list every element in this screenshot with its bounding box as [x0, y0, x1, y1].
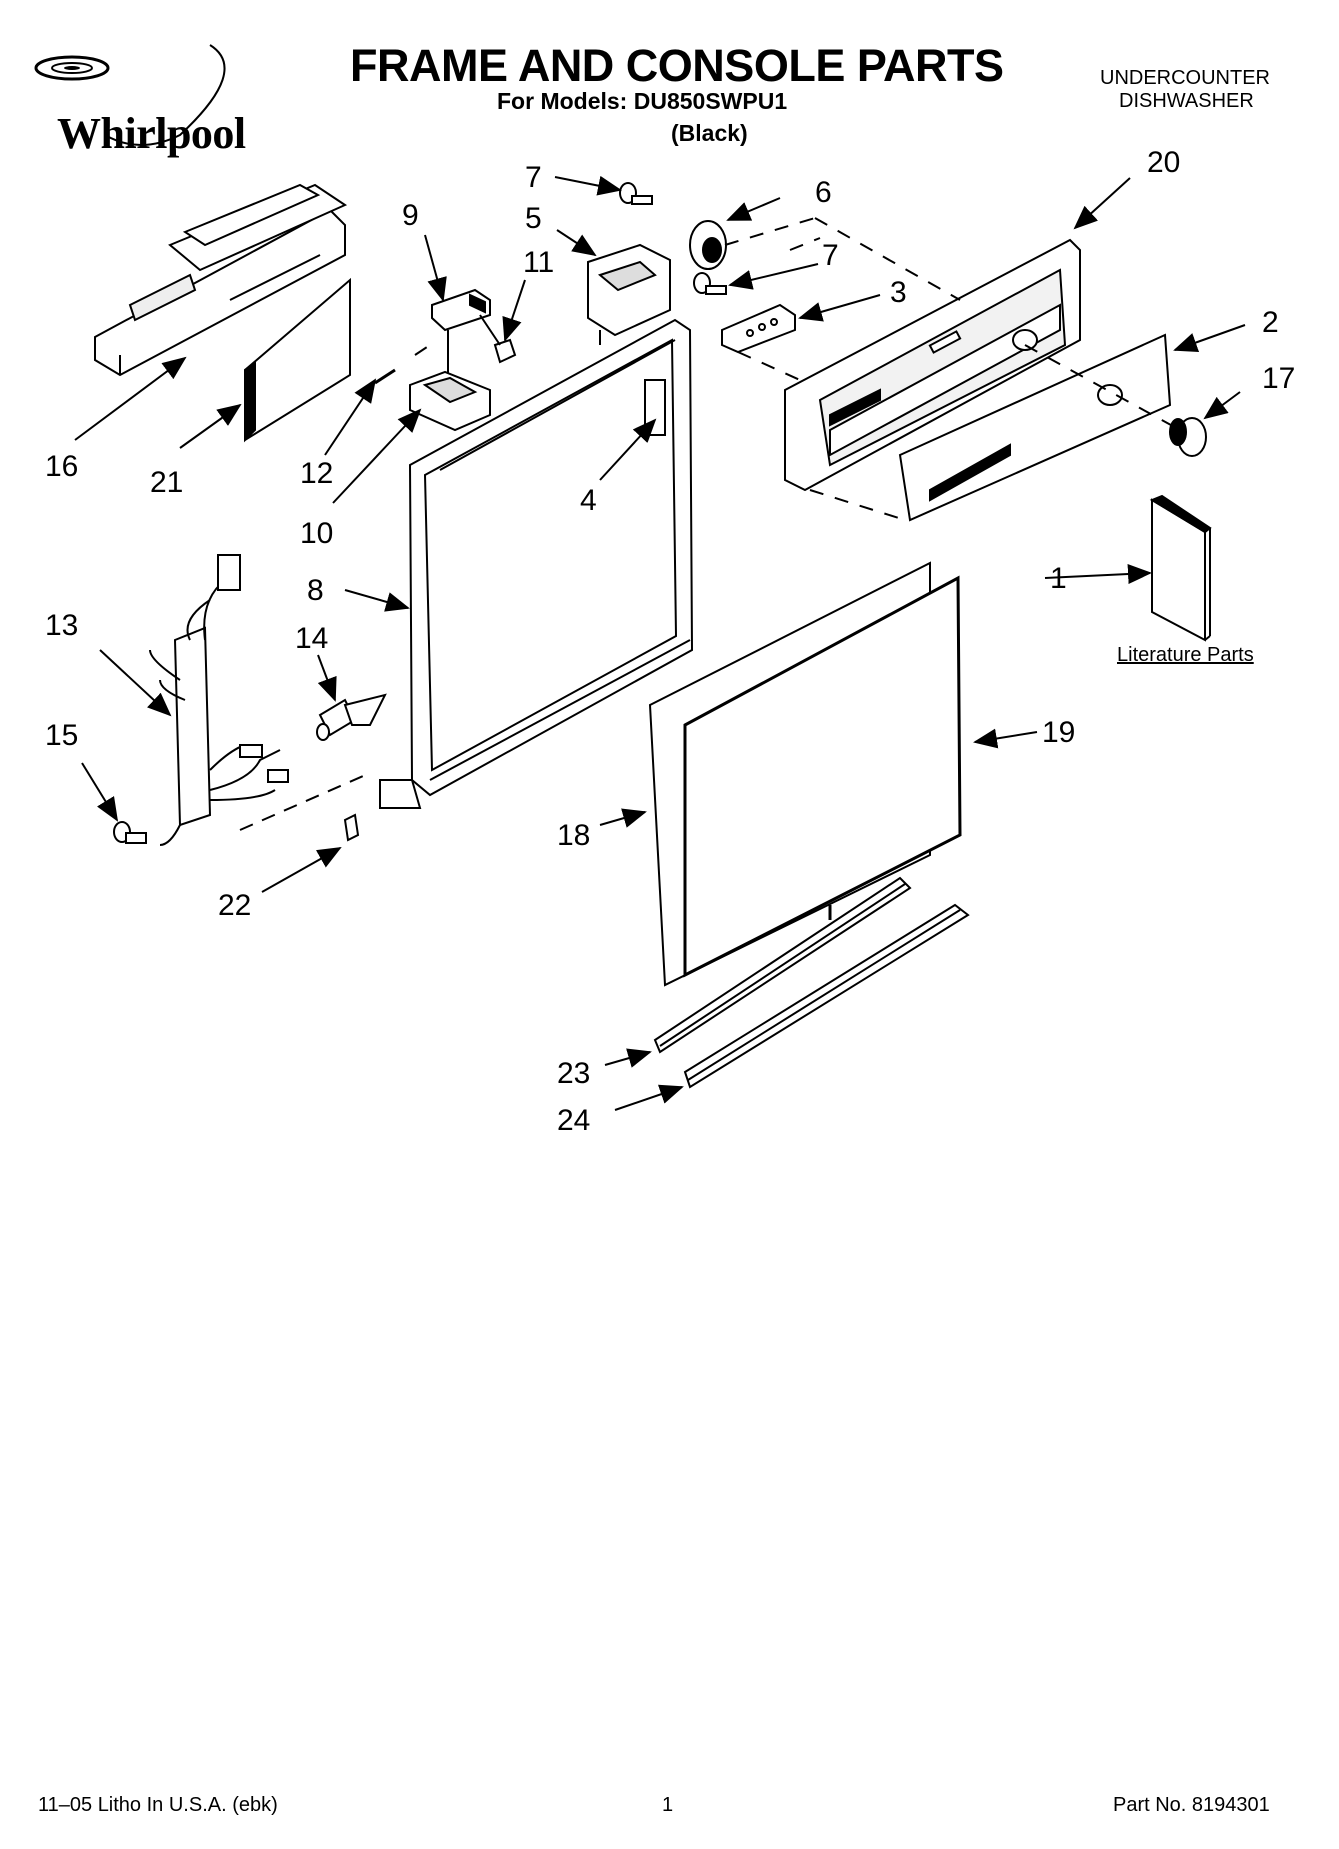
part-11-clip: [479, 314, 517, 364]
part-17-knob: [1169, 417, 1207, 457]
part-20-console-panel: [784, 238, 1081, 492]
footer-print-info: 11–05 Litho In U.S.A. (ebk): [38, 1794, 278, 1816]
callout-3: 3: [890, 276, 907, 309]
literature-parts-label: Literature Parts: [1117, 644, 1254, 666]
callout-11: 11: [523, 246, 554, 279]
callout-7-lower: 7: [822, 239, 839, 272]
part-5-switch: [587, 243, 671, 345]
product-type-line1: UNDERCOUNTER: [1100, 67, 1270, 89]
part-22-clip: [343, 813, 360, 842]
whirlpool-swirl-icon: [34, 44, 226, 146]
callout-15: 15: [45, 719, 78, 752]
callout-22: 22: [218, 889, 251, 922]
part-1-literature: [1149, 494, 1212, 642]
footer-page-number: 1: [662, 1794, 674, 1816]
part-16-control-housing: [94, 183, 348, 377]
color-variant: (Black): [671, 120, 748, 146]
callout-10: 10: [300, 517, 333, 550]
callout-18: 18: [557, 819, 590, 852]
callout-16: 16: [45, 450, 78, 483]
callout-4: 4: [580, 484, 597, 517]
callout-24: 24: [557, 1104, 590, 1137]
callout-21: 21: [150, 466, 183, 499]
callout-5: 5: [525, 202, 542, 235]
callout-13: 13: [45, 609, 78, 642]
alignment-lines: [414, 217, 1181, 521]
leader-arrows: [74, 175, 1246, 1111]
part-21-panel: [244, 277, 351, 443]
callout-23: 23: [557, 1057, 590, 1090]
page-title: FRAME AND CONSOLE PARTS: [350, 40, 1004, 91]
product-type-line2: DISHWASHER: [1119, 90, 1254, 112]
brand-wordmark: Whirlpool: [57, 109, 246, 158]
callout-14: 14: [295, 622, 328, 655]
callout-6: 6: [815, 176, 832, 209]
callout-20: 20: [1147, 146, 1180, 179]
whirlpool-logo: Whirlpool: [20, 40, 270, 160]
callout-1: 1: [1050, 562, 1067, 595]
models-line: For Models: DU850SWPU1: [497, 88, 788, 114]
part-14-switch: [316, 693, 387, 741]
callout-8: 8: [307, 574, 324, 607]
part-24-trim-strip: [683, 903, 970, 1089]
part-19-outer-panel: [683, 575, 962, 978]
part-7-screw-lower: [693, 272, 727, 295]
callout-19: 19: [1042, 716, 1075, 749]
part-9-bracket: [431, 288, 491, 380]
footer-part-number: Part No. 8194301: [1113, 1794, 1270, 1816]
part-8-door-frame: [379, 318, 694, 809]
part-12-strip: [374, 368, 396, 385]
part-23-trim-strip: [653, 876, 912, 1054]
part-10-holder: [409, 370, 491, 432]
part-3-button-board: [721, 303, 796, 354]
part-7-screw-upper: [619, 182, 653, 205]
part-15-screw: [113, 821, 147, 844]
callout-17: 17: [1262, 362, 1295, 395]
callout-2: 2: [1262, 306, 1279, 339]
part-13-wire-harness: [149, 554, 371, 846]
part-6-knob-gear: [689, 220, 727, 270]
callout-numbers: 1 2 3 4 5 6 7 7 8 9 10 11 12 13 14 15 16…: [45, 146, 1295, 1137]
part-2-overlay: [898, 333, 1172, 522]
callout-7-upper: 7: [525, 161, 542, 194]
callout-12: 12: [300, 457, 333, 490]
callout-9: 9: [402, 199, 419, 232]
